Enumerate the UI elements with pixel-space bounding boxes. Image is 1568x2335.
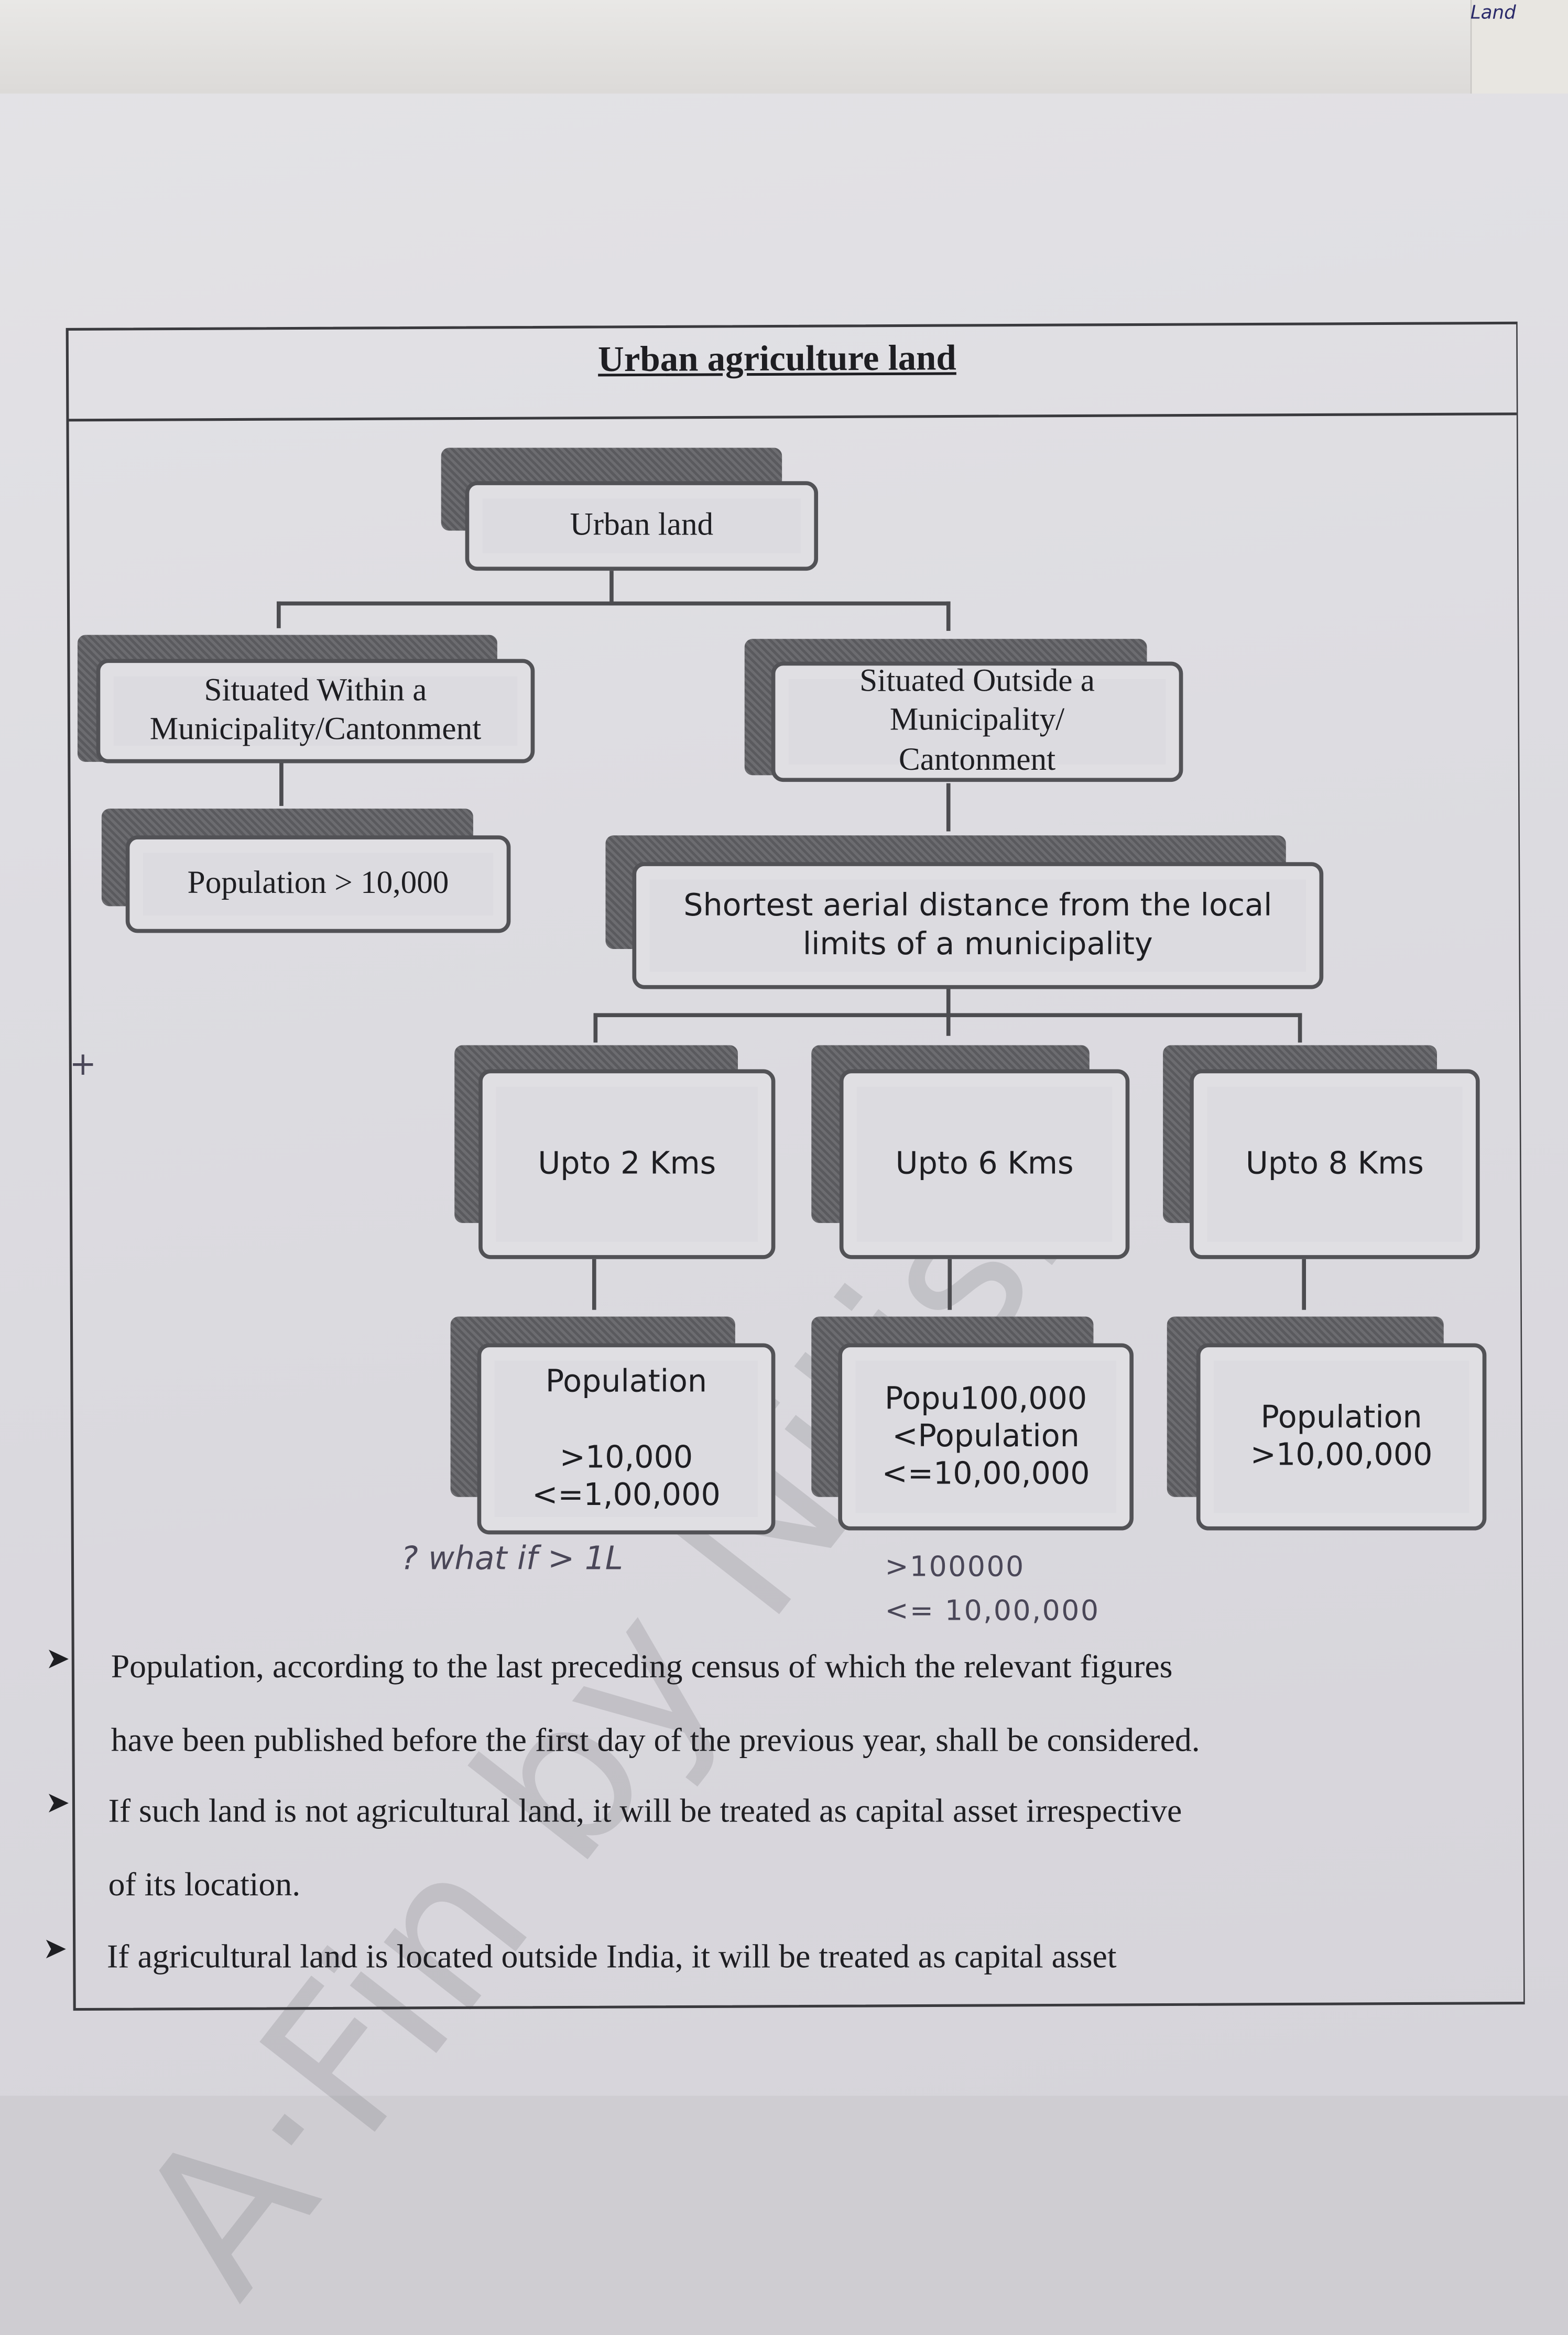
handwritten-correction-1: >100000	[885, 1550, 1025, 1583]
node-upto-2km: Upto 2 Kms	[478, 1069, 776, 1259]
node-label: Situated Within a Municipality/Cantonmen…	[149, 673, 482, 747]
node-label: Urban land	[570, 507, 714, 543]
connector	[276, 601, 281, 628]
connector	[1298, 1013, 1302, 1043]
connector	[946, 783, 951, 832]
connector	[609, 571, 614, 606]
connector	[592, 1259, 596, 1310]
node-upto-6km: Upto 6 Kms	[839, 1069, 1130, 1259]
note-2-line-1: If such land is not agricultural land, i…	[108, 1794, 1182, 1830]
node-population-6km: Popu100,000 <Population <=10,00,000	[838, 1343, 1134, 1531]
note-2-line-2: of its location.	[108, 1867, 301, 1904]
node-outside-municipality: Situated Outside a Municipality/ Cantonm…	[771, 661, 1183, 782]
node-label: Shortest aerial distance from the local …	[683, 889, 1272, 962]
top-page-edge	[0, 0, 1568, 94]
node-aerial-distance: Shortest aerial distance from the local …	[632, 862, 1324, 989]
corner-note: Land	[1470, 3, 1516, 24]
node-label: Population >10,00,000	[1250, 1401, 1433, 1473]
bullet-arrow-icon: ➤	[45, 1641, 70, 1675]
title-row: Urban agriculture land	[68, 324, 1517, 422]
node-label: Upto 2 Kms	[538, 1147, 716, 1182]
connector	[279, 763, 284, 806]
node-label: Popu100,000 <Population <=10,00,000	[881, 1382, 1090, 1492]
handwritten-question: ? what if > 1L	[401, 1540, 623, 1577]
node-within-municipality: Situated Within a Municipality/Cantonmen…	[96, 659, 535, 763]
connector	[1302, 1259, 1306, 1310]
node-label: Situated Outside a Municipality/ Cantonm…	[859, 664, 1095, 778]
handwritten-correction-2: <= 10,00,000	[885, 1594, 1100, 1627]
node-label: Population >10,000 <=1,00,000	[532, 1365, 721, 1513]
connector	[948, 1259, 952, 1310]
top-corner-sheet	[1470, 0, 1568, 94]
connector	[946, 601, 951, 631]
connector	[946, 989, 951, 1036]
note-1-line-2: have been published before the first day…	[111, 1722, 1200, 1759]
node-urban-land: Urban land	[465, 481, 819, 571]
node-label: Upto 8 Kms	[1245, 1147, 1424, 1182]
connector	[593, 1013, 598, 1043]
note-3-line-1: If agricultural land is located outside …	[107, 1939, 1117, 1976]
node-population-8km: Population >10,00,000	[1196, 1343, 1487, 1531]
note-1-line-1: Population, according to the last preced…	[111, 1649, 1173, 1686]
node-label: Population > 10,000	[187, 866, 449, 901]
connector	[593, 1013, 1302, 1018]
margin-mark: +	[69, 1045, 96, 1083]
connector	[276, 601, 951, 606]
node-upto-8km: Upto 8 Kms	[1190, 1069, 1480, 1259]
node-label: Upto 6 Kms	[895, 1147, 1074, 1182]
node-within-population: Population > 10,000	[125, 835, 511, 933]
bullet-arrow-icon: ➤	[45, 1785, 70, 1819]
diagram-title: Urban agriculture land	[597, 337, 956, 379]
node-population-2km: Population >10,000 <=1,00,000	[477, 1343, 776, 1535]
bullet-arrow-icon: ➤	[42, 1931, 68, 1965]
